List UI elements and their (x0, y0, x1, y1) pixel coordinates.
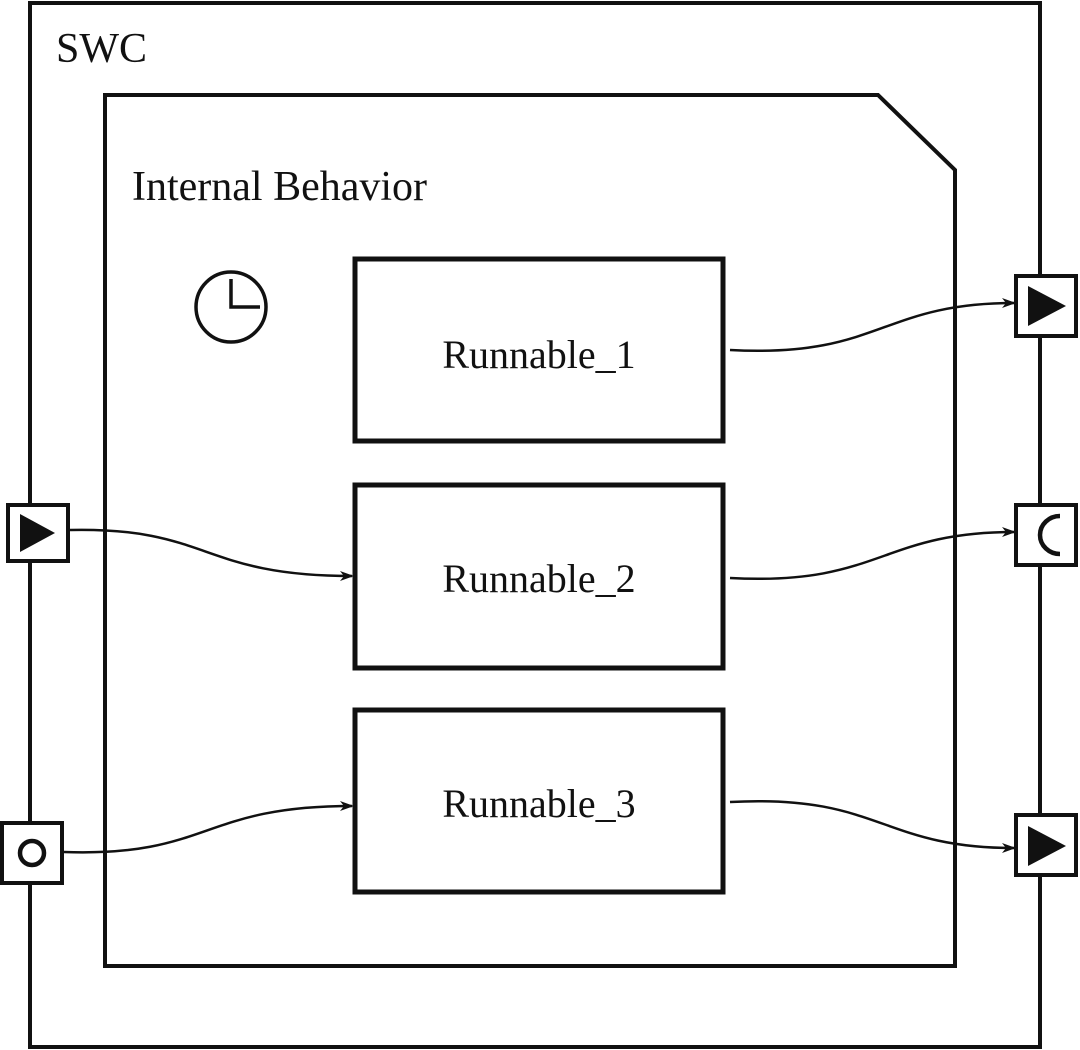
internal-behavior-label: Internal Behavior (132, 164, 427, 210)
triangle-right-icon (1028, 286, 1066, 326)
right-client-port[interactable] (1014, 503, 1078, 567)
triangle-right-icon (1028, 826, 1066, 866)
runnable-3[interactable]: Runnable_3 (352, 707, 726, 895)
runnable-2[interactable]: Runnable_2 (352, 482, 726, 671)
swc-label: SWC (56, 26, 147, 72)
connection-runnable-2-to-right-client-port (729, 527, 1016, 581)
left-sender-port[interactable] (6, 503, 70, 563)
triangle-right-icon (20, 514, 55, 552)
runnable-3-label: Runnable_3 (442, 781, 635, 826)
connection-runnable-3-to-right-sender-port-2 (729, 799, 1016, 853)
runnable-2-label: Runnable_2 (442, 556, 635, 601)
half-circle-icon (1037, 513, 1061, 557)
left-server-port[interactable] (0, 821, 64, 885)
runnable-1-label: Runnable_1 (442, 332, 635, 377)
connection-runnable-1-to-right-sender-port-1 (729, 298, 1016, 353)
clock-icon (194, 270, 268, 344)
circle-icon (17, 838, 47, 868)
runnable-1[interactable]: Runnable_1 (352, 256, 726, 444)
right-sender-port-2[interactable] (1014, 813, 1078, 877)
connection-left-server-port-to-runnable-3 (63, 801, 354, 854)
connection-left-sender-port-to-runnable-2 (69, 528, 354, 581)
internal-behavior-frame (103, 93, 957, 968)
right-sender-port-1[interactable] (1014, 274, 1078, 338)
